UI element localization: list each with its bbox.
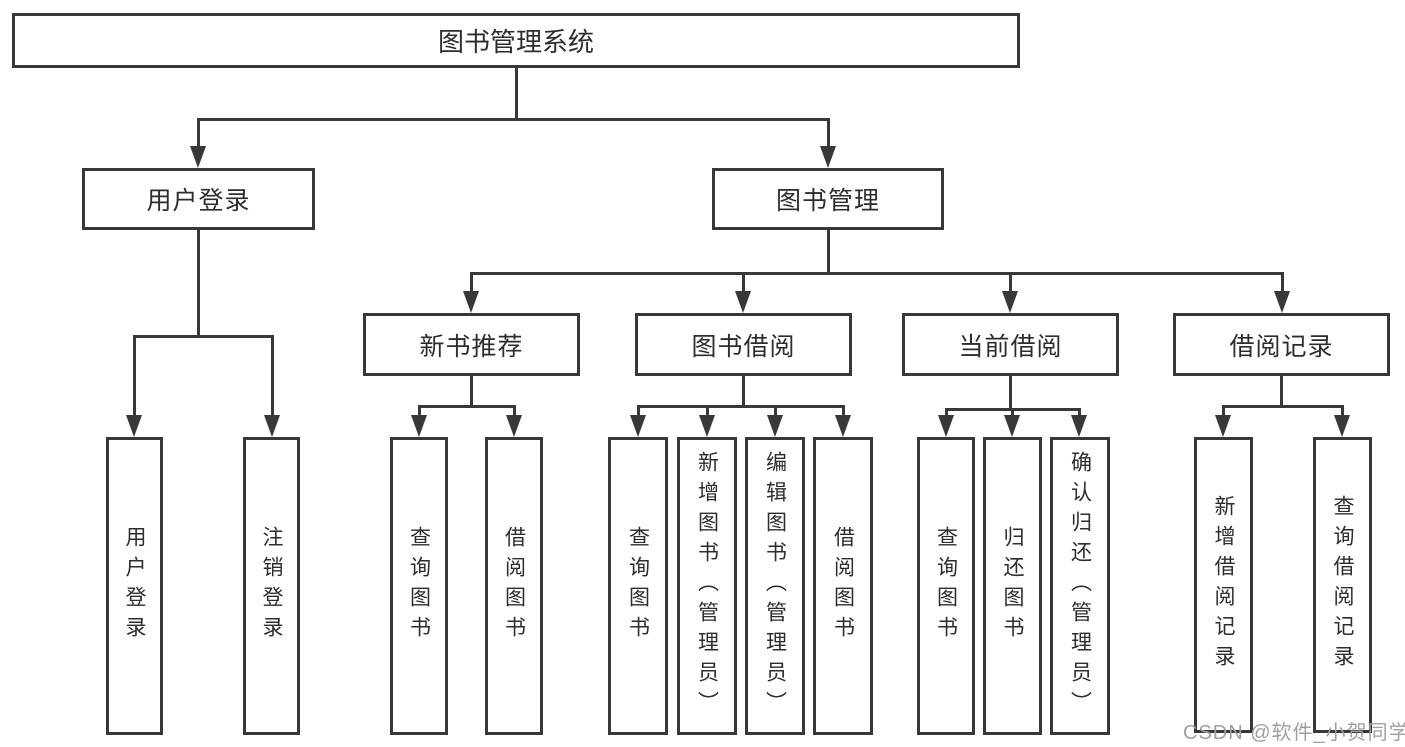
arrowhead-user-login [190, 146, 206, 168]
connector-to-leaf-logout [271, 335, 274, 419]
leaf-user-login-label: 用户登录 [123, 526, 146, 646]
connector-to-leaf-add-book [706, 405, 709, 419]
node-book-management: 图书管理 [712, 168, 944, 230]
connector-current-stem [1009, 376, 1012, 408]
arrowhead-leaf-confirm [1071, 415, 1087, 437]
leaf-query-books-current: 查询图书 [917, 437, 975, 735]
arrowhead-leaf-login [126, 415, 142, 437]
connector-to-user-login [197, 118, 200, 150]
connector-root-stem [515, 68, 518, 118]
connector-borrowing-stem [742, 376, 745, 405]
arrowhead-leaf-borrow-1 [506, 415, 522, 437]
connector-borrowing-rail [637, 405, 845, 408]
arrowhead-leaf-query-2 [630, 415, 646, 437]
connector-level1-rail [197, 118, 830, 121]
arrowhead-records [1274, 291, 1290, 313]
connector-to-leaf-borrow-2 [842, 405, 845, 419]
connector-to-leaf-query-1 [418, 405, 421, 419]
node-new-book-recommend: 新书推荐 [363, 313, 580, 376]
leaf-query-books-new-label: 查询图书 [407, 526, 431, 646]
leaf-return-book: 归还图书 [983, 437, 1042, 735]
leaf-add-borrow-record: 新增借阅记录 [1194, 437, 1253, 733]
arrowhead-leaf-return [1004, 415, 1020, 437]
node-current-borrowing-label: 当前借阅 [958, 332, 1063, 361]
node-new-book-recommend-label: 新书推荐 [419, 332, 524, 361]
leaf-borrow-books-borrowing: 借阅图书 [813, 437, 873, 735]
leaf-add-book-admin: 新增图书（管理员） [677, 437, 737, 735]
arrowhead-leaf-query-3 [938, 415, 954, 437]
leaf-query-borrow-record: 查询借阅记录 [1313, 437, 1372, 733]
arrowhead-leaf-edit-book [767, 415, 783, 437]
connector-to-records [1281, 272, 1284, 295]
connector-to-leaf-query-3 [945, 408, 948, 419]
arrowhead-borrowing [735, 291, 751, 313]
connector-to-leaf-add-record [1222, 405, 1225, 419]
connector-user-login-rail [133, 335, 274, 338]
leaf-edit-book-admin-label: 编辑图书（管理员） [763, 451, 787, 721]
connector-to-leaf-confirm [1078, 408, 1081, 419]
connector-to-leaf-query-2 [637, 405, 640, 419]
node-book-borrowing: 图书借阅 [635, 313, 852, 376]
leaf-query-books-current-label: 查询图书 [934, 526, 958, 646]
leaf-query-books-borrowing: 查询图书 [608, 437, 668, 735]
leaf-user-login: 用户登录 [106, 437, 163, 735]
connector-new-books-stem [470, 376, 473, 405]
arrowhead-leaf-logout [264, 415, 280, 437]
connector-to-leaf-query-record [1341, 405, 1344, 419]
arrowhead-leaf-query-1 [411, 415, 427, 437]
connector-user-login-stem [197, 230, 200, 335]
arrowhead-current [1002, 291, 1018, 313]
connector-to-new-books [470, 272, 473, 295]
arrowhead-leaf-query-record [1334, 415, 1350, 437]
connector-book-mgmt-stem [827, 230, 830, 272]
leaf-add-borrow-record-label: 新增借阅记录 [1212, 495, 1235, 675]
node-root: 图书管理系统 [12, 13, 1020, 68]
leaf-query-books-new: 查询图书 [390, 437, 448, 735]
connector-to-leaf-return [1011, 408, 1014, 419]
leaf-borrow-books-borrowing-label: 借阅图书 [831, 526, 855, 646]
leaf-logout-label: 注销登录 [260, 526, 283, 646]
connector-records-rail [1222, 405, 1344, 408]
node-borrow-records-label: 借阅记录 [1229, 332, 1334, 361]
leaf-query-books-borrowing-label: 查询图书 [626, 526, 650, 646]
csdn-watermark: CSDN @软件_小贺同学 [1183, 722, 1405, 744]
connector-records-stem [1280, 376, 1283, 405]
arrowhead-leaf-add-book [699, 415, 715, 437]
leaf-add-book-admin-label: 新增图书（管理员） [695, 451, 719, 721]
arrowhead-leaf-borrow-2 [835, 415, 851, 437]
node-book-borrowing-label: 图书借阅 [691, 332, 796, 361]
node-borrow-records: 借阅记录 [1173, 313, 1390, 376]
leaf-borrow-books-new: 借阅图书 [485, 437, 543, 735]
node-user-login-label: 用户登录 [146, 187, 251, 215]
connector-to-book-mgmt [827, 118, 830, 150]
leaf-logout: 注销登录 [243, 437, 300, 735]
arrowhead-book-mgmt [820, 146, 836, 168]
connector-to-current [1009, 272, 1012, 295]
connector-new-books-rail [418, 405, 516, 408]
leaf-return-book-label: 归还图书 [1001, 526, 1024, 646]
leaf-confirm-return-admin: 确认归还（管理员） [1050, 437, 1110, 735]
connector-to-borrowing [742, 272, 745, 295]
leaf-edit-book-admin: 编辑图书（管理员） [745, 437, 805, 735]
node-book-management-label: 图书管理 [775, 187, 880, 215]
leaf-query-borrow-record-label: 查询借阅记录 [1331, 495, 1354, 675]
connector-to-leaf-login [133, 335, 136, 419]
leaf-borrow-books-new-label: 借阅图书 [502, 526, 526, 646]
arrowhead-new-books [463, 291, 479, 313]
connector-level3-rail [470, 272, 1284, 275]
node-user-login: 用户登录 [82, 168, 315, 230]
node-root-label: 图书管理系统 [437, 27, 594, 57]
arrowhead-leaf-add-record [1215, 415, 1231, 437]
connector-to-leaf-borrow-1 [513, 405, 516, 419]
node-current-borrowing: 当前借阅 [902, 313, 1119, 376]
connector-to-leaf-edit-book [774, 405, 777, 419]
leaf-confirm-return-admin-label: 确认归还（管理员） [1068, 451, 1092, 721]
